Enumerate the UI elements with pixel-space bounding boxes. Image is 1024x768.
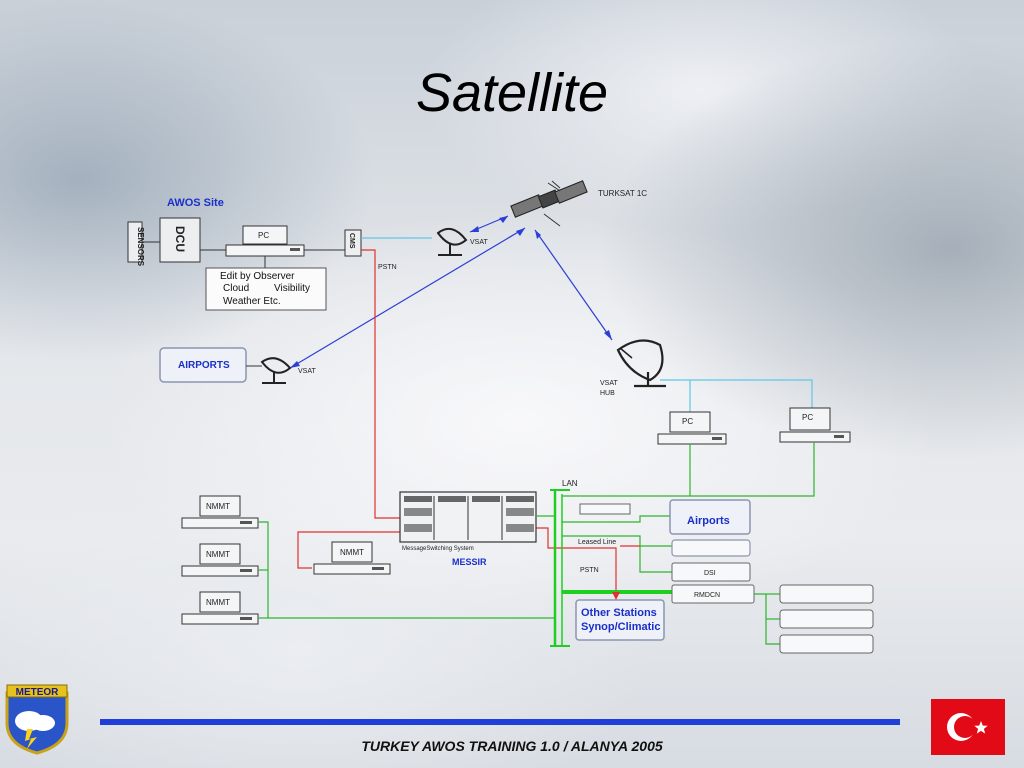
note-line-2a: Cloud	[223, 283, 249, 294]
dsi-box: DSI	[671, 562, 751, 582]
nmmt-terminal-3: NMMT	[181, 591, 259, 625]
meteor-logo-text: METEOR	[16, 687, 60, 698]
other-stations-line-1: Other Stations	[581, 607, 657, 619]
vsat-hub-label-2: HUB	[600, 390, 615, 397]
other-stations-box: Other Stations Synop/Climatic	[575, 599, 665, 641]
rmdcn-dest-box-2	[779, 609, 874, 629]
sensors-label: SENSORS	[136, 227, 145, 267]
rmdcn-dest-box-1	[779, 584, 874, 604]
hub-pc-links	[660, 379, 813, 412]
messir-label: MESSIR	[452, 557, 487, 567]
rmdcn-dest-box-3	[779, 634, 874, 654]
lan-right-links	[562, 515, 672, 573]
hub-pc-1: PC	[657, 411, 727, 445]
satellite-icon	[510, 180, 588, 227]
airports-remote-label: AIRPORTS	[178, 360, 230, 371]
rmdcn-label: RMDCN	[694, 592, 720, 599]
rmdcn-links	[754, 593, 780, 645]
dcu-label: DCU	[173, 226, 187, 252]
slide-title: Satellite	[415, 63, 609, 123]
satellite-link-arrows	[290, 216, 612, 368]
awos-pstn-label: PSTN	[378, 264, 397, 271]
cms-label: CMS	[348, 233, 355, 249]
leased-line-dest-box	[671, 539, 751, 557]
leased-line-label: Leased Line	[578, 539, 616, 546]
note-line-1: Edit by Observer	[220, 271, 295, 282]
pstn-arrow	[612, 592, 620, 600]
dsi-label: DSI	[704, 570, 716, 577]
messir-switch	[399, 491, 537, 543]
hub-pc-2-label: PC	[802, 413, 813, 422]
turkish-flag	[931, 699, 1005, 755]
airports-remote-box: AIRPORTS	[159, 347, 247, 383]
nmmt-2-label: NMMT	[206, 550, 230, 559]
awos-site-label: AWOS Site	[167, 197, 224, 209]
pc-lan-links	[562, 442, 815, 497]
messir-caption: MessageSwitching System	[402, 546, 474, 552]
nmmt-3-label: NMMT	[206, 598, 230, 607]
hub-pc-1-label: PC	[682, 417, 693, 426]
lan-bus	[550, 489, 570, 647]
observer-note-box: Edit by Observer Cloud Visibility Weathe…	[205, 267, 327, 311]
nmmt-4-label: NMMT	[340, 548, 364, 557]
vsat-dish-airports-icon	[260, 357, 292, 384]
airports-center-label: Airports	[687, 515, 730, 527]
satellite-name: TURKSAT 1C	[598, 189, 647, 198]
vsat-hub-label-1: VSAT	[600, 380, 618, 387]
vsat-dish-awos-icon	[436, 227, 468, 256]
nmmt-terminal-2: NMMT	[181, 543, 259, 577]
footer-text: TURKEY AWOS TRAINING 1.0 / ALANYA 2005	[361, 738, 663, 754]
pstn-links	[297, 249, 617, 592]
vsat-awos-label: VSAT	[470, 239, 488, 246]
lan-label: LAN	[562, 479, 578, 488]
nmmt-1-label: NMMT	[206, 502, 230, 511]
footer-bar	[100, 719, 900, 725]
note-line-3: Weather Etc.	[223, 296, 281, 307]
flag-emblem-icon	[947, 713, 988, 741]
airports-center-box: Airports	[669, 499, 751, 535]
satellite-links	[289, 215, 613, 369]
nmmt-terminal-4: NMMT	[313, 541, 391, 575]
note-line-2b: Visibility	[274, 283, 310, 294]
meteor-logo: METEOR	[5, 684, 69, 755]
vsat-airports-label: VSAT	[298, 368, 316, 375]
dcu-unit: DCU	[159, 217, 201, 263]
awos-pc: PC	[225, 225, 305, 257]
vsat-hub-dish-icon	[616, 339, 666, 388]
nmmt-lan-links	[258, 521, 555, 619]
nmmt-terminal-1: NMMT	[181, 495, 259, 529]
lan-port-box	[579, 503, 631, 515]
other-stations-line-2: Synop/Climatic	[581, 621, 660, 633]
network-pstn-label: PSTN	[580, 567, 599, 574]
awos-pc-label: PC	[258, 231, 269, 240]
cms-unit: CMS	[344, 229, 362, 257]
sensors-unit: SENSORS	[127, 221, 145, 267]
rmdcn-box: RMDCN	[671, 584, 755, 604]
hub-pc-2: PC	[779, 407, 851, 443]
